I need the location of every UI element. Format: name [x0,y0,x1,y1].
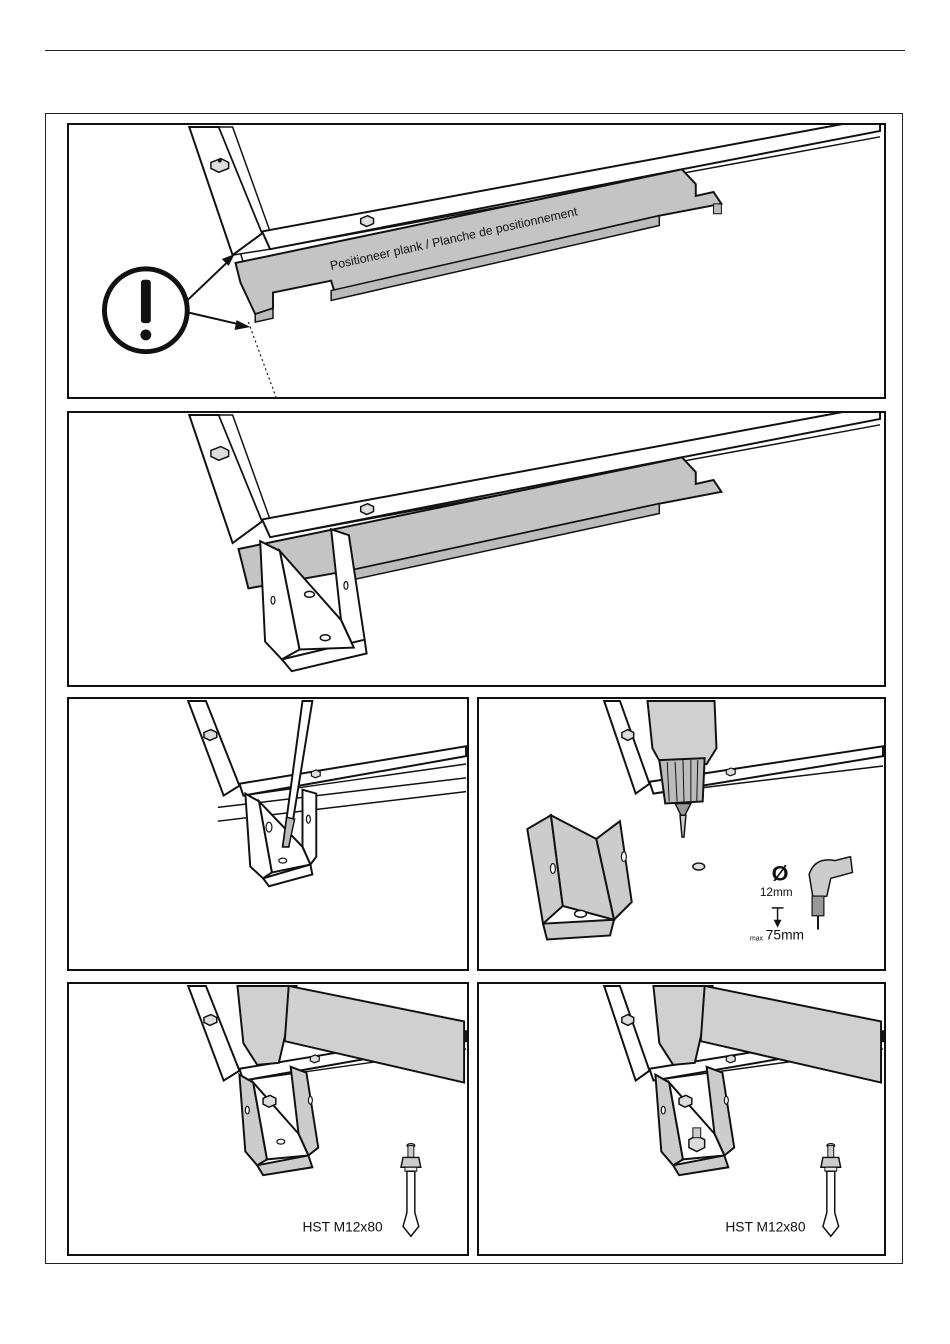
u-bracket [245,790,316,887]
step-5-panel: HST M12x80 [67,982,469,1256]
frame-bolt [361,216,374,227]
anchor-label: HST M12x80 [302,1219,383,1234]
anchor-bolt-icon [401,1144,421,1237]
step-4-panel: Ø 12mm max 75mm [477,697,886,971]
hammer-drill-bit-icon [809,857,852,930]
drilled-hole [693,863,705,870]
diameter-symbol: Ø [772,860,789,885]
drill-icon [648,701,717,837]
drill-diameter: 12mm [760,885,793,899]
anchor-bolt-icon [821,1144,841,1237]
step-1-panel: Positioneer plank / Planche de positionn… [67,123,886,399]
drill-depth-prefix: max [750,935,764,942]
warning-icon [104,269,187,352]
u-bracket [527,815,631,939]
alignment-line [248,322,276,397]
drill-depth: 75mm [766,927,804,942]
u-bracket [655,1067,734,1175]
step-3-panel [67,697,469,971]
header-rule [45,50,905,51]
u-bracket [239,1067,318,1175]
anchor-label: HST M12x80 [725,1219,806,1234]
step-2-panel [67,411,886,687]
step-6-panel: HST M12x80 [477,982,886,1256]
